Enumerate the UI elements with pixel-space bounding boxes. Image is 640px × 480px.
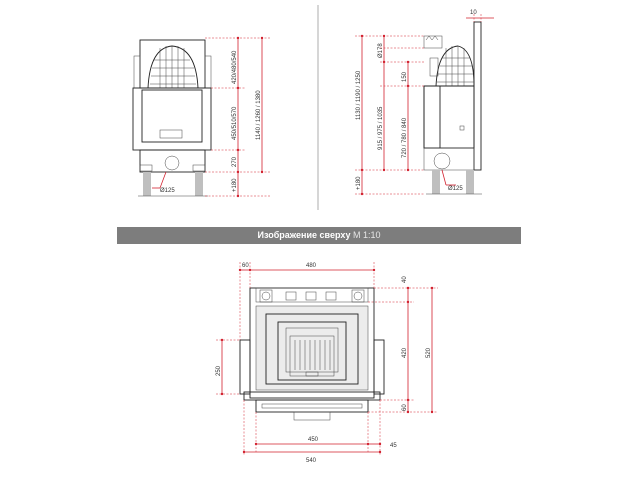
side-flue-outlet: [433, 152, 451, 170]
front-flue-outlet: [164, 155, 180, 171]
top-dim-right-mid: 420: [402, 347, 408, 358]
side-foot-left: [432, 170, 440, 194]
top-dim-bottom-inner: 450: [308, 437, 319, 443]
front-view: 420/480/540 450/510/570 1140 / 1260 / 13…: [132, 36, 270, 198]
side-dim-d4: 915 / 975 / 1035: [378, 106, 384, 150]
side-dim-d1: Ø178: [378, 43, 384, 58]
top-door-handle: [293, 411, 331, 421]
side-view: 10 Ø178 1130 / 1190 / 1250 150 915 / 975…: [355, 10, 494, 196]
side-dim-flue: Ø125: [448, 186, 463, 192]
top-firebox: [277, 321, 347, 381]
top-dim-top-width: 480: [306, 263, 317, 269]
top-insulation: [255, 305, 369, 391]
top-dim-left-height: 250: [216, 365, 222, 376]
section-header-band: Изображение сверху М 1:10: [117, 227, 521, 244]
side-body: [423, 85, 475, 149]
section-header-text: Изображение сверху М 1:10: [117, 227, 521, 244]
front-dim-d2: 450/510/570: [232, 106, 238, 140]
front-foot-left: [143, 172, 151, 196]
side-dim-d3: 150: [402, 71, 408, 82]
top-dim-left-offset: 60: [242, 263, 249, 269]
front-dim-d5: +180: [232, 178, 238, 192]
front-dim-flue: Ø125: [160, 188, 175, 194]
side-dim-d5: 720 / 780 / 840: [402, 117, 408, 158]
front-dome: [147, 45, 199, 89]
top-dim-bottom-total: 540: [306, 458, 317, 464]
front-dim-d1: 420/480/540: [232, 50, 238, 84]
front-dim-d4: 270: [232, 156, 238, 167]
front-dim-d3: 1140 / 1260 / 1380: [256, 90, 262, 140]
side-back-panel: [473, 21, 482, 171]
top-dim-bottom-right: 45: [390, 443, 397, 449]
top-dim-right-bottom: 60: [402, 404, 408, 411]
side-dim-d6: +180: [356, 176, 362, 190]
top-bolt-right: [353, 291, 363, 301]
front-hood: [139, 39, 206, 89]
top-bolt-left: [261, 291, 271, 301]
front-base: [139, 149, 206, 173]
top-wing-left: [239, 339, 251, 395]
side-flue-collar: [423, 35, 443, 49]
front-foot-right: [195, 172, 203, 196]
side-dim-d2: 1130 / 1190 / 1250: [356, 70, 362, 120]
section-header-label: Изображение сверху: [257, 230, 351, 240]
section-header-scale: М 1:10: [352, 230, 381, 240]
side-foot-right: [466, 170, 474, 194]
top-dim-right-top: 40: [402, 276, 408, 283]
top-dim-right-total: 520: [426, 347, 432, 358]
top-view: 60 480 40 420 520 60 250: [216, 262, 438, 464]
top-door-frame: [255, 399, 369, 413]
top-wing-right: [373, 339, 385, 395]
top-grate: [289, 335, 335, 377]
side-dim-gap: 10: [470, 10, 477, 16]
front-firebox: [132, 87, 212, 151]
